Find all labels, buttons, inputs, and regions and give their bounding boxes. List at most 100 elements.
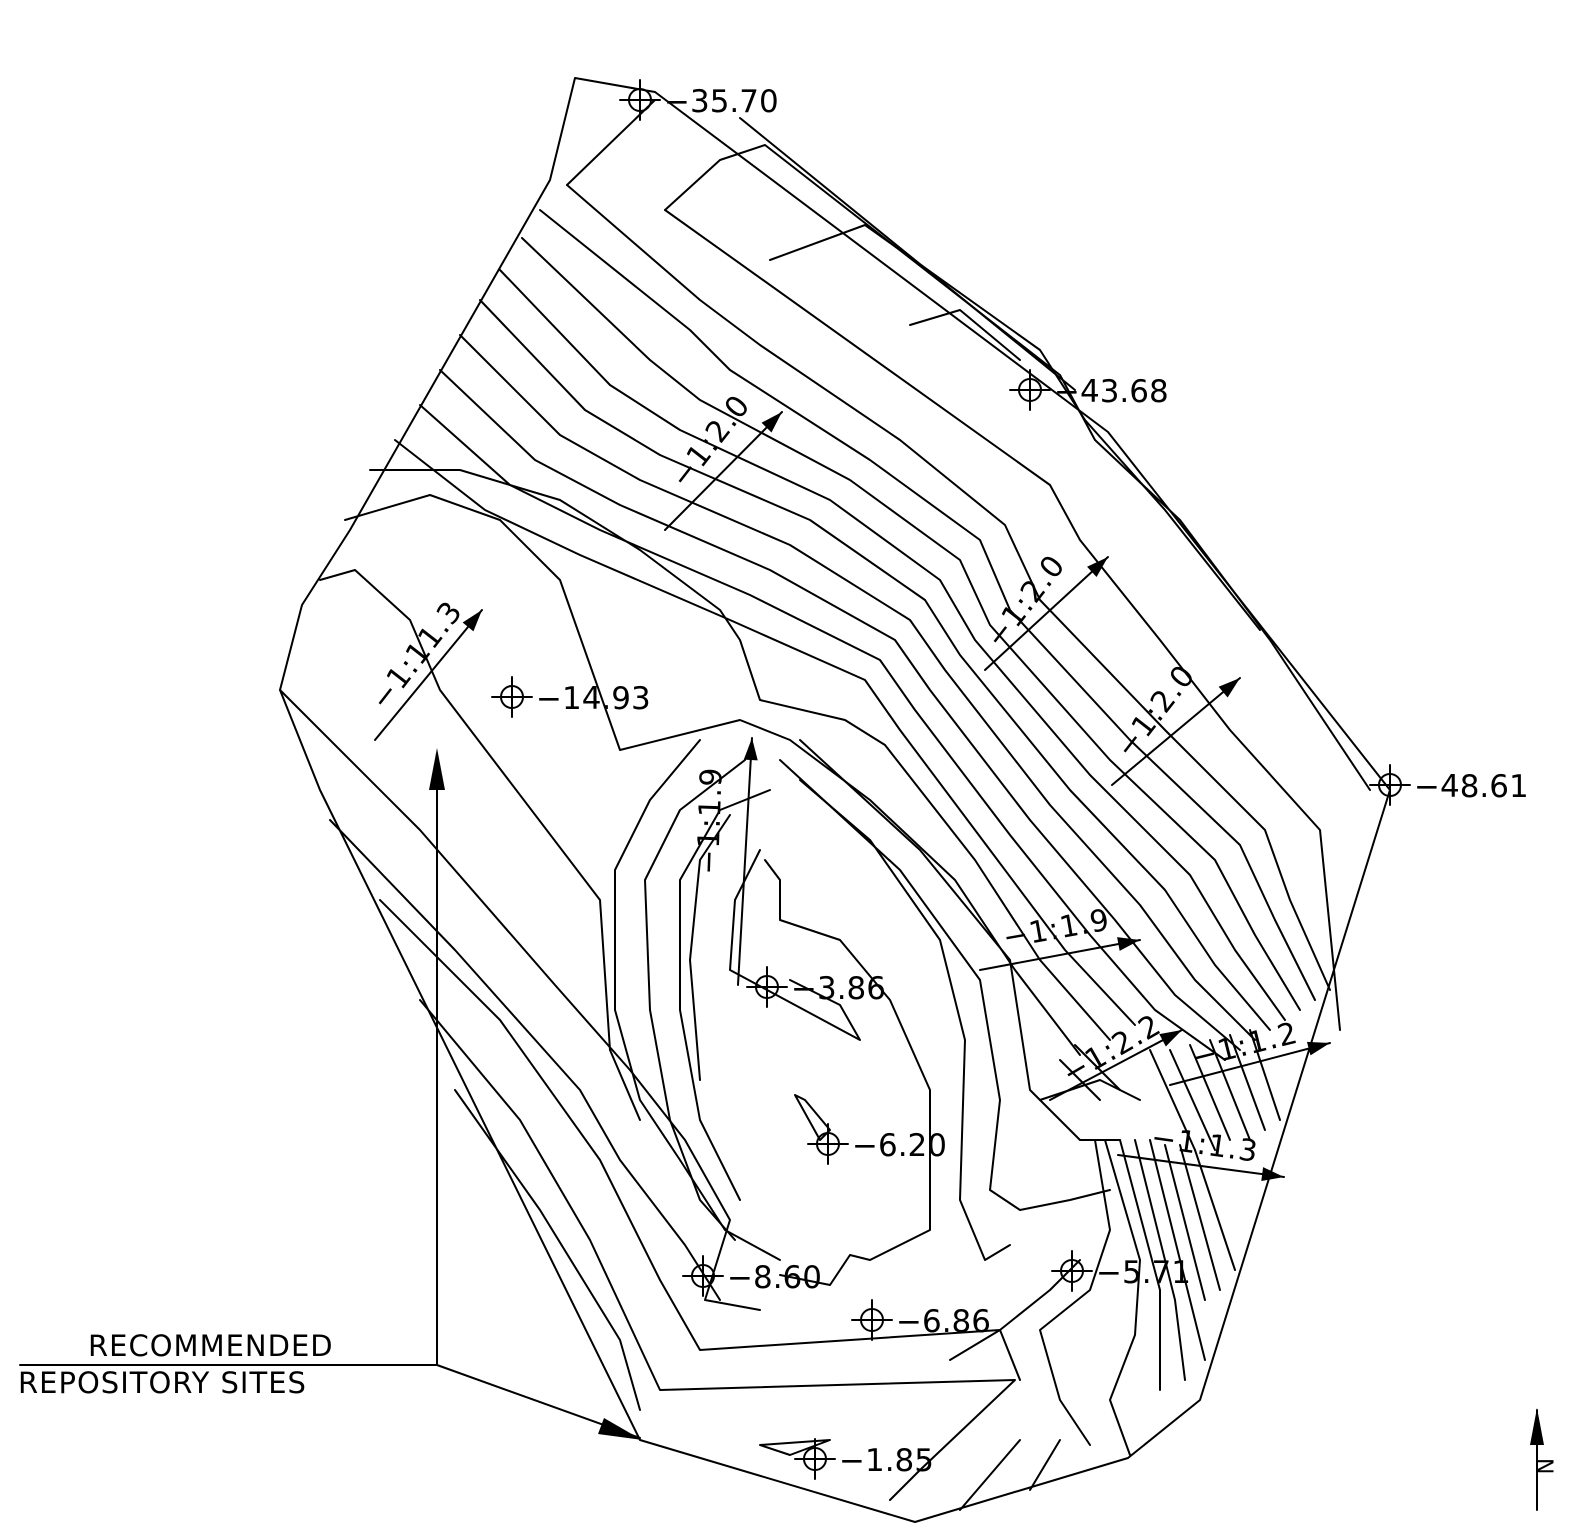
contour-line bbox=[644, 759, 746, 1241]
contour-line bbox=[566, 99, 656, 186]
contour-line bbox=[1189, 1044, 1231, 1141]
slope-arrowhead bbox=[1117, 937, 1140, 951]
elevation-label: −1.85 bbox=[839, 1443, 934, 1479]
contour-line bbox=[799, 739, 1121, 1141]
contour-line bbox=[394, 439, 1136, 1026]
contour-line bbox=[1149, 1049, 1196, 1151]
slope-arrowhead bbox=[743, 738, 758, 761]
contour-line bbox=[1179, 1144, 1221, 1291]
contour-line bbox=[779, 759, 1111, 1211]
elevation-label: −6.20 bbox=[852, 1128, 947, 1164]
contour-line bbox=[439, 369, 1241, 1051]
elevation-point: −5.71 bbox=[1051, 1250, 1191, 1292]
contour-line bbox=[1249, 1029, 1281, 1121]
elevation-label: −48.61 bbox=[1414, 769, 1529, 805]
slope-label: −1:1.3 bbox=[1149, 1120, 1261, 1170]
slope-arrowhead bbox=[1159, 1030, 1182, 1047]
slope-label: −1:2.0 bbox=[664, 388, 758, 495]
contour-line bbox=[679, 789, 771, 1201]
slope-arrow-line bbox=[979, 939, 1141, 971]
contour-line bbox=[459, 334, 1256, 1041]
elevation-point: −8.60 bbox=[682, 1255, 822, 1297]
elevation-label: −8.60 bbox=[727, 1260, 822, 1296]
elevation-point: −14.93 bbox=[491, 676, 651, 718]
slope-arrowhead bbox=[462, 610, 482, 632]
contour-line bbox=[1209, 1039, 1251, 1141]
contour-line bbox=[909, 309, 1021, 361]
repository-leader bbox=[19, 748, 642, 1440]
slope-annotation: −1:1.9 bbox=[979, 903, 1141, 971]
elevation-label: −14.93 bbox=[536, 681, 651, 717]
contour-line bbox=[479, 299, 1271, 1031]
contour-line bbox=[369, 469, 1111, 1041]
slope-annotation: −1:11.3 bbox=[364, 594, 483, 741]
elevation-points: −35.70 −43.68 −14.93 −48.61 −3.86 −6.20 −8.60 −… bbox=[491, 79, 1529, 1480]
slope-label: −1:1.2 bbox=[1188, 1016, 1301, 1076]
contour-line bbox=[566, 184, 1331, 991]
contour-line bbox=[664, 209, 1341, 1031]
contour-line bbox=[764, 859, 931, 1286]
elevation-label: −43.68 bbox=[1054, 374, 1169, 410]
slope-arrow-line bbox=[374, 609, 483, 741]
contour-lines bbox=[279, 99, 1371, 1511]
slope-label: −1:11.3 bbox=[364, 594, 470, 717]
elevation-point: −43.68 bbox=[1009, 369, 1169, 411]
slope-arrow-line bbox=[1169, 1042, 1331, 1086]
slope-arrow-line bbox=[664, 411, 783, 531]
contour-line bbox=[1194, 1149, 1236, 1271]
contour-line bbox=[729, 849, 861, 1041]
contour-line bbox=[1074, 1044, 1121, 1091]
elevation-point: −48.61 bbox=[1369, 764, 1529, 806]
contour-line bbox=[769, 224, 1261, 631]
elevation-label: −6.86 bbox=[896, 1304, 991, 1340]
elevation-label: −5.71 bbox=[1096, 1255, 1191, 1291]
elevation-point: −1.85 bbox=[794, 1438, 934, 1480]
slope-arrow-line bbox=[1111, 677, 1241, 786]
contour-line bbox=[329, 819, 721, 1301]
contour-line bbox=[454, 1089, 641, 1411]
contour-line bbox=[319, 569, 641, 1121]
contour-line bbox=[799, 779, 1011, 1261]
contour-line bbox=[959, 1439, 1021, 1511]
contour-line bbox=[1169, 1049, 1216, 1151]
slope-arrow-line bbox=[1049, 1029, 1183, 1101]
slope-annotation: −1:1.2 bbox=[1169, 1016, 1331, 1086]
elevation-point: −3.86 bbox=[746, 966, 886, 1008]
legend-line-1: RECOMMENDED bbox=[88, 1329, 334, 1363]
slope-arrowhead bbox=[1218, 678, 1240, 698]
elevation-label: −35.70 bbox=[664, 84, 779, 120]
site-boundary bbox=[279, 77, 1391, 1523]
contour-line bbox=[419, 404, 1226, 1061]
contour-line bbox=[1039, 1079, 1141, 1101]
legend-line-2: REPOSITORY SITES bbox=[18, 1366, 307, 1400]
contour-line bbox=[739, 117, 1076, 391]
north-arrow-head bbox=[1530, 1408, 1544, 1445]
contour-line bbox=[1149, 1139, 1206, 1361]
contour-line bbox=[499, 269, 1286, 1021]
slope-arrowhead bbox=[1306, 1041, 1330, 1056]
contour-line bbox=[759, 1439, 831, 1456]
elevation-point: −6.86 bbox=[851, 1299, 991, 1341]
north-label: N bbox=[1531, 1458, 1556, 1474]
slope-annotation: −1:1.9 bbox=[691, 737, 758, 986]
contour-line bbox=[539, 209, 1316, 1001]
contour-line bbox=[1104, 1139, 1141, 1456]
slope-annotation: −1:2.0 bbox=[664, 388, 783, 531]
contour-line bbox=[794, 1094, 831, 1141]
contour-line bbox=[1059, 1059, 1101, 1101]
elevation-label: −3.86 bbox=[791, 971, 886, 1007]
contour-line bbox=[1229, 1034, 1266, 1131]
slope-arrowhead bbox=[1087, 557, 1108, 578]
slope-label: −1:1.9 bbox=[691, 766, 730, 875]
contour-line bbox=[664, 144, 1371, 791]
contour-line bbox=[1039, 1139, 1111, 1446]
slope-arrow-line bbox=[984, 556, 1109, 671]
contour-line bbox=[1164, 1144, 1206, 1301]
contour-line bbox=[1119, 1139, 1161, 1391]
contour-line bbox=[1134, 1139, 1186, 1381]
slope-arrowhead bbox=[1261, 1167, 1284, 1182]
leader-arrowhead-diagonal bbox=[598, 1418, 642, 1440]
slope-arrow-line bbox=[1117, 1154, 1285, 1178]
contour-line bbox=[689, 814, 731, 1081]
